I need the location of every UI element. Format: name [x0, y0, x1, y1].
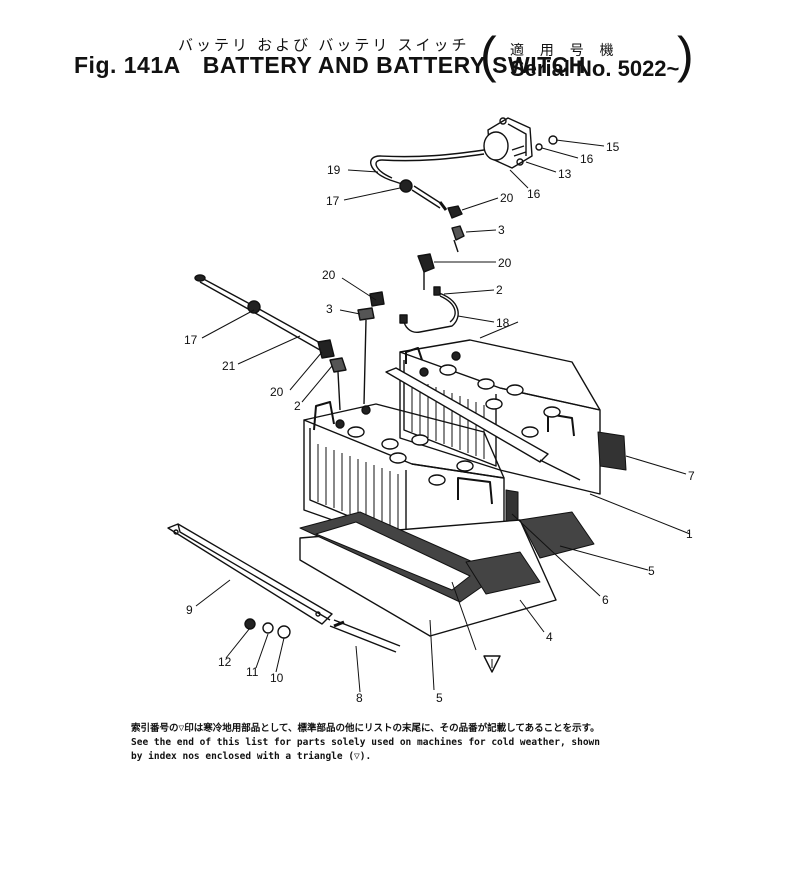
- battery-switch-part: [483, 117, 533, 169]
- callout-13: 13: [558, 167, 572, 181]
- footnote-english-line-1: See the end of this list for parts solel…: [131, 737, 600, 748]
- callout-3: 3: [498, 223, 505, 237]
- cable-18: [403, 291, 459, 334]
- footnote-english-line-2: by index nos enclosed with a triangle (▽…: [131, 751, 372, 762]
- footnote: 索引番号の▽印は寒冷地用部品として、標準部品の他にリストの末尾に、その品番が記載…: [131, 722, 600, 764]
- callout-18: 18: [496, 316, 510, 330]
- callout-8: 8: [356, 691, 363, 705]
- rubber-mat-5a: [519, 511, 595, 559]
- washer-11: [262, 622, 274, 634]
- callout-6: 6: [602, 593, 609, 607]
- callout-12: 12: [218, 655, 232, 669]
- callout-15: 15: [606, 140, 620, 154]
- figure-title-english: BATTERY AND BATTERY SWITCH: [202, 52, 586, 78]
- terminal-2b: [329, 357, 347, 373]
- terminal-20a: [447, 205, 463, 219]
- left-bracket: (: [480, 27, 497, 83]
- grommet-17a: [399, 179, 413, 193]
- callout-7: 7: [688, 469, 695, 483]
- callout-5: 5: [648, 564, 655, 578]
- callout-17: 17: [184, 333, 198, 347]
- callout-17: 17: [326, 194, 340, 208]
- battery-rear: [399, 339, 601, 495]
- callout-20: 20: [270, 385, 284, 399]
- callout-19: 19: [327, 163, 341, 177]
- figure-number: Fig. 141A: [74, 52, 181, 78]
- callout-20: 20: [498, 256, 512, 270]
- callout-3: 3: [326, 302, 333, 316]
- callout-20: 20: [500, 191, 514, 205]
- callout-9: 9: [186, 603, 193, 617]
- callout-2: 2: [496, 283, 503, 297]
- callout-5: 5: [436, 691, 443, 705]
- callout-4: 4: [546, 630, 553, 644]
- callout-16: 16: [527, 187, 541, 201]
- grommet-17b: [247, 300, 261, 314]
- callout-10: 10: [270, 671, 284, 685]
- callout-1: 1: [686, 527, 693, 541]
- cable-19: [370, 149, 485, 187]
- terminal-20b: [417, 253, 435, 290]
- terminal-3a: [451, 225, 465, 253]
- washer-10: [277, 625, 291, 639]
- terminal-3b: [357, 307, 375, 321]
- nut-15: [548, 135, 558, 145]
- right-bracket: ): [677, 27, 694, 83]
- nut-12: [244, 618, 256, 630]
- callout-21: 21: [222, 359, 236, 373]
- serial-number: Serial No. 5022~: [510, 56, 680, 81]
- terminal-20d: [317, 339, 335, 359]
- title-japanese: バッテリ および バッテリ スイッチ: [178, 37, 470, 54]
- washer-16: [535, 143, 543, 151]
- leader-lines: [195, 139, 691, 693]
- cable-21: [197, 275, 323, 345]
- callout-20: 20: [322, 268, 336, 282]
- callout-2: 2: [294, 399, 301, 413]
- applicability-japanese: 適 用 号 機: [510, 42, 620, 58]
- figure-title: Fig. 141A BATTERY AND BATTERY SWITCH: [74, 52, 586, 79]
- hold-down-bar-6: [385, 367, 549, 463]
- terminal-20c: [369, 291, 385, 307]
- callout-11: 11: [246, 665, 259, 679]
- footnote-japanese: 索引番号の▽印は寒冷地用部品として、標準部品の他にリストの末尾に、その品番が記載…: [131, 723, 600, 734]
- bolt-8: [329, 625, 397, 653]
- callout-labels: 15 16 13 16 19 17 20 3 20 2 18 20 3 17 2…: [184, 140, 695, 705]
- pad-7: [597, 431, 627, 471]
- callout-16: 16: [580, 152, 594, 166]
